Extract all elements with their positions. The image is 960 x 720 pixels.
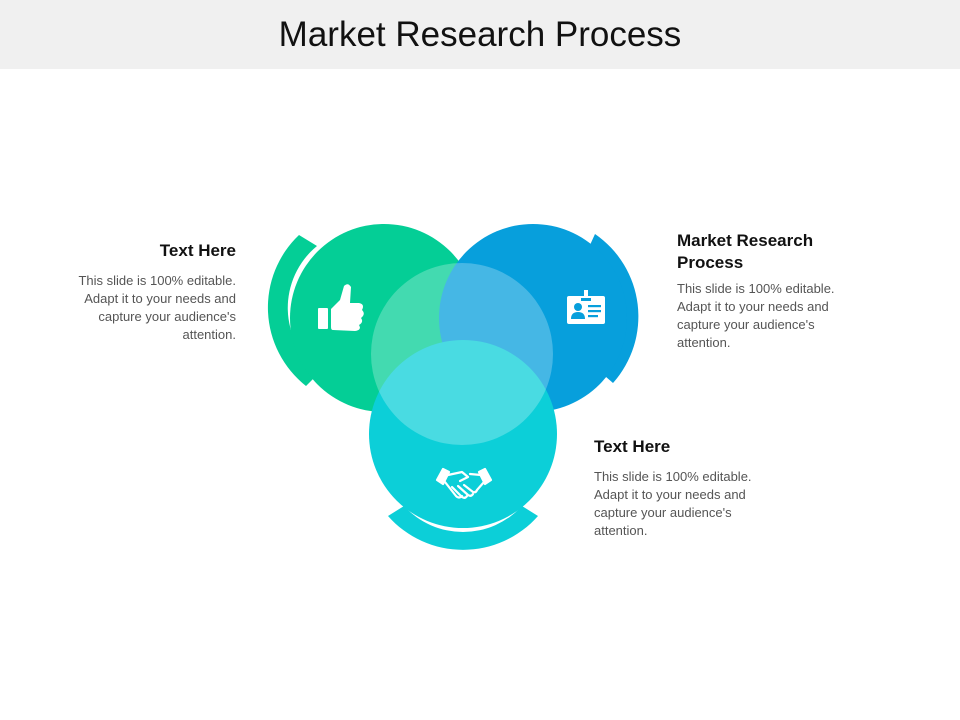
handshake-icon [435,467,493,499]
thumbs-up-icon [318,284,364,331]
right-heading: Market Research Process [677,231,814,272]
page-title: Market Research Process [278,15,682,54]
left-body: This slide is 100% editable. Adapt it to… [78,273,236,342]
blue-outer-arc [590,234,639,383]
cyan-outer-arc [388,506,538,550]
bottom-text-block: Text Here This slide is 100% editable. A… [594,436,764,540]
bottom-body: This slide is 100% editable. Adapt it to… [594,469,752,538]
right-text-block: Market Research Process This slide is 10… [677,230,852,352]
title-bar: Market Research Process [0,0,960,69]
left-heading: Text Here [159,241,236,260]
cyan-circle [369,340,557,528]
left-text-block: Text Here This slide is 100% editable. A… [70,240,236,344]
bottom-heading: Text Here [594,437,671,456]
center-overlap-circle [371,263,553,445]
right-body: This slide is 100% editable. Adapt it to… [677,281,835,350]
green-outer-arc [267,235,320,386]
id-badge-icon [567,290,605,324]
